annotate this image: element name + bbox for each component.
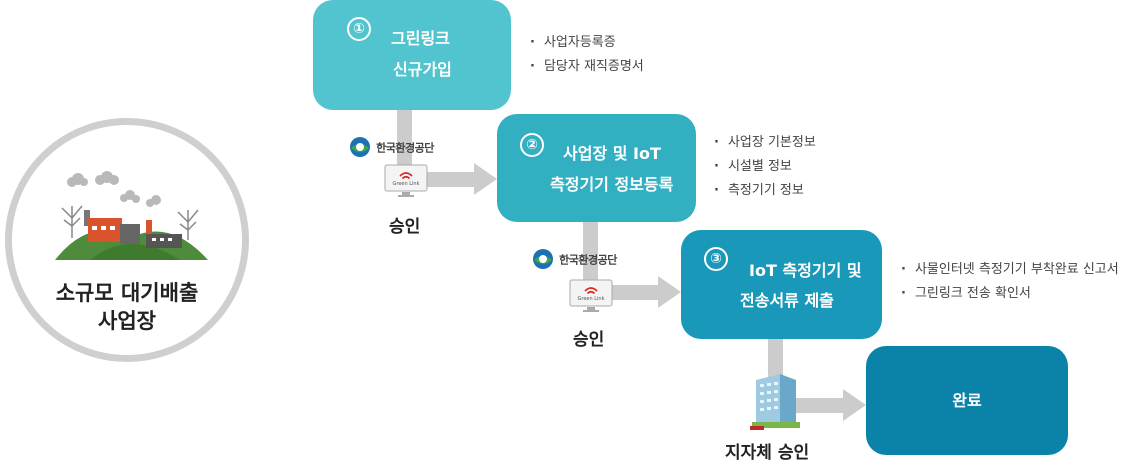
building-icon xyxy=(750,374,800,430)
tree-icon xyxy=(61,205,199,240)
monitor-icon-2: Green Link xyxy=(569,279,613,317)
step-3-bullets: 사물인터넷 측정기기 부착완료 신고서 그린링크 전송 확인서 xyxy=(901,258,1119,306)
approval-label-3: 지자체 승인 xyxy=(725,443,810,463)
step-1-number: ① xyxy=(347,17,371,41)
step-3-line2: 전송서류 제출 xyxy=(740,291,834,310)
step-1-line2: 신규가입 xyxy=(393,60,452,79)
bullet-item: 사물인터넷 측정기기 부착완료 신고서 xyxy=(901,258,1119,282)
bullet-item: 사업자등록증 xyxy=(530,31,644,55)
step-2-line2: 측정기기 정보등록 xyxy=(550,175,674,194)
connector-vertical-2 xyxy=(583,222,598,284)
connector-vertical-1 xyxy=(397,110,412,170)
step-1-box: ① 그린링크 신규가입 xyxy=(313,0,511,110)
monitor-brand-2: Green Link xyxy=(577,296,605,302)
agency-logo-1: 한국환경공단 xyxy=(349,136,434,158)
step-2-box: ② 사업장 및 IoT 측정기기 정보등록 xyxy=(497,114,696,222)
smoke-icon xyxy=(67,171,161,207)
step-2-line1: 사업장 및 IoT xyxy=(563,144,661,163)
bullet-item: 시설별 정보 xyxy=(714,155,816,179)
connector-arrowhead-3 xyxy=(843,389,866,421)
step-3-line1: IoT 측정기기 및 xyxy=(749,261,862,280)
connector-arrowhead-2 xyxy=(658,276,681,308)
agency-name-1: 한국환경공단 xyxy=(376,141,434,155)
step-3-number: ③ xyxy=(704,247,728,271)
step-2-bullets: 사업장 기본정보 시설별 정보 측정기기 정보 xyxy=(714,131,816,203)
monitor-icon-1: Green Link xyxy=(384,164,428,202)
step-3-box: ③ IoT 측정기기 및 전송서류 제출 xyxy=(681,230,882,339)
monitor-brand-1: Green Link xyxy=(392,181,420,187)
bullet-item: 사업장 기본정보 xyxy=(714,131,816,155)
complete-label: 완료 xyxy=(952,391,982,410)
approval-label-2: 승인 xyxy=(573,330,605,350)
approval-label-1: 승인 xyxy=(389,217,421,237)
step-1-line1: 그린링크 xyxy=(391,29,450,48)
bullet-item: 측정기기 정보 xyxy=(714,179,816,203)
connector-horizontal-3 xyxy=(795,398,845,413)
agency-logo-2: 한국환경공단 xyxy=(532,248,617,270)
step-1-bullets: 사업자등록증 담당자 재직증명서 xyxy=(530,31,644,79)
agency-name-2: 한국환경공단 xyxy=(559,253,617,267)
bullet-item: 그린링크 전송 확인서 xyxy=(901,282,1119,306)
connector-arrowhead-1 xyxy=(474,163,497,195)
step-2-number: ② xyxy=(520,133,544,157)
factory-illustration xyxy=(55,171,208,260)
kecoservice-logo-icon xyxy=(533,249,553,269)
connector-horizontal-2 xyxy=(606,285,660,300)
kecoservice-logo-icon xyxy=(350,137,370,157)
bullet-item: 담당자 재직증명서 xyxy=(530,55,644,79)
step-4-box: 완료 xyxy=(866,346,1068,455)
factory-icon xyxy=(84,210,182,248)
connector-horizontal-1 xyxy=(420,172,476,187)
